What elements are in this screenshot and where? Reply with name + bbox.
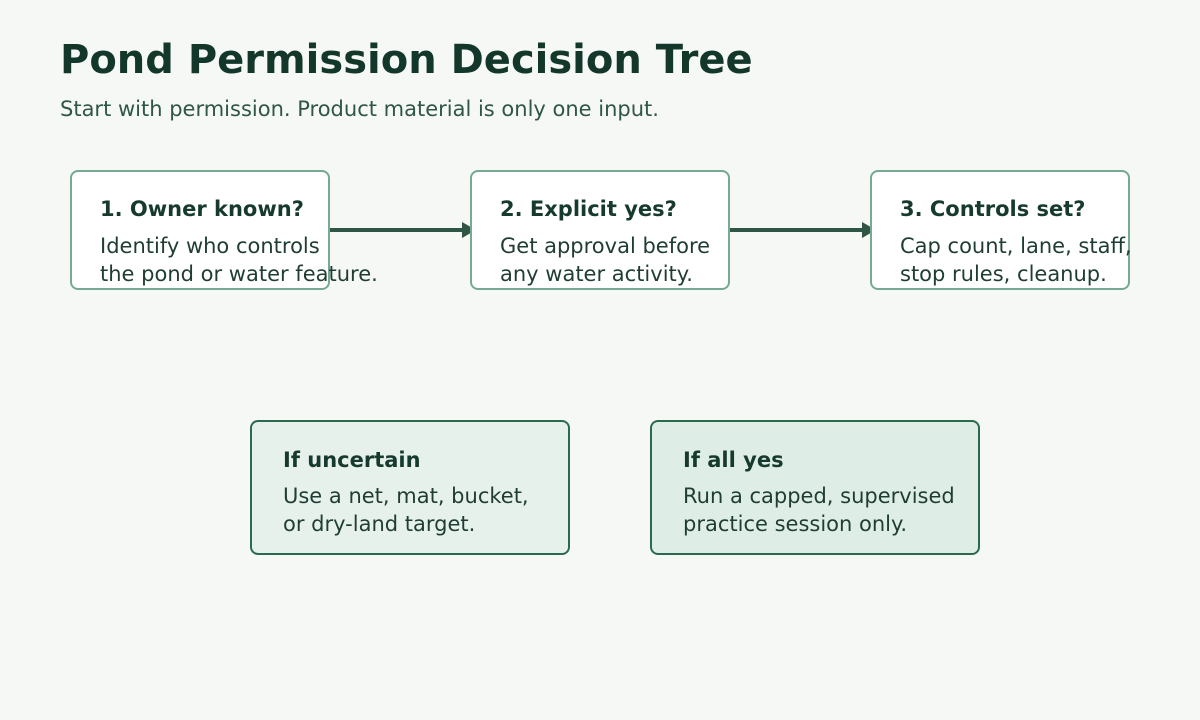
step-title: 3. Controls set? — [900, 197, 1086, 221]
outcome-description-line: practice session only. — [683, 512, 908, 536]
outcome-if-all-yes: If all yes Run a capped, supervised prac… — [650, 420, 980, 555]
page-title: Pond Permission Decision Tree — [60, 37, 753, 83]
step-explicit-yes: 2. Explicit yes? Get approval before any… — [470, 170, 730, 290]
outcome-description-line: Use a net, mat, bucket, — [283, 484, 529, 508]
step-description-line: Cap count, lane, staff, — [900, 234, 1132, 258]
step-controls-set: 3. Controls set? Cap count, lane, staff,… — [870, 170, 1132, 290]
outcome-title: If all yes — [683, 448, 784, 472]
outcome-description-line: or dry-land target. — [283, 512, 476, 536]
step-description-line: Get approval before — [500, 234, 711, 258]
step-description-line: stop rules, cleanup. — [900, 262, 1107, 286]
arrow-step2-to-step3 — [730, 222, 876, 238]
step-description-line: any water activity. — [500, 262, 693, 286]
step-title: 2. Explicit yes? — [500, 197, 677, 221]
step-owner-known: 1. Owner known? Identify who controls th… — [70, 170, 378, 290]
page-subtitle: Start with permission. Product material … — [60, 97, 659, 121]
step-description-line: Identify who controls — [100, 234, 320, 258]
outcome-description: Run a capped, supervised practice sessio… — [683, 482, 955, 538]
step-description: Get approval before any water activity. — [500, 232, 710, 288]
step-title: 1. Owner known? — [100, 197, 304, 221]
step-description: Cap count, lane, staff, stop rules, clea… — [900, 232, 1132, 288]
step-description: Identify who controls the pond or water … — [100, 232, 378, 288]
outcome-description-line: Run a capped, supervised — [683, 484, 955, 508]
outcome-title: If uncertain — [283, 448, 421, 472]
step-description-line: the pond or water feature. — [100, 262, 378, 286]
outcome-if-uncertain: If uncertain Use a net, mat, bucket, or … — [250, 420, 570, 555]
outcome-description: Use a net, mat, bucket, or dry-land targ… — [283, 482, 529, 538]
